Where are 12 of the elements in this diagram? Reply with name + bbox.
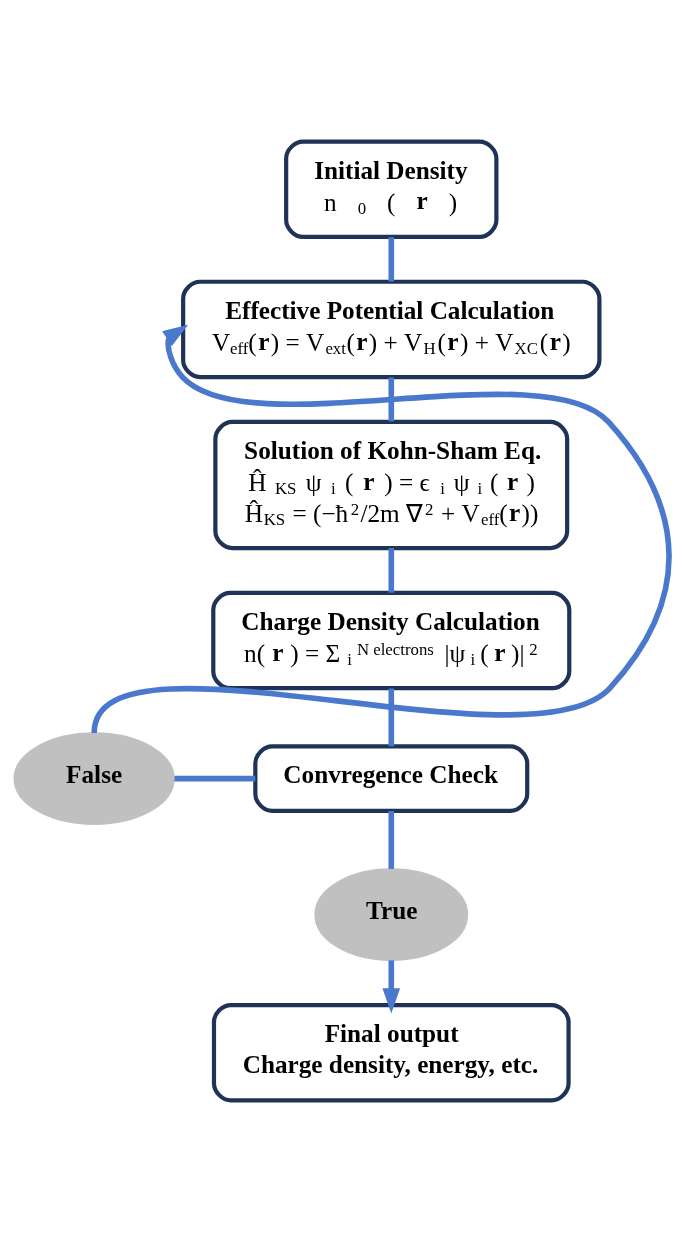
- node-box: Final output Charge density, energy, etc.: [211, 1003, 571, 1103]
- arrow: [382, 960, 401, 1014]
- node-ellipse: True: [314, 868, 469, 961]
- node-ellipse: False: [13, 732, 175, 825]
- node-box: Convregence Check: [253, 744, 530, 813]
- arrow: [91, 324, 672, 734]
- connector: [388, 377, 395, 422]
- connector: [388, 810, 395, 869]
- connector: [388, 237, 395, 282]
- connector: [174, 775, 256, 782]
- connector: [388, 688, 395, 747]
- connector: [388, 548, 395, 593]
